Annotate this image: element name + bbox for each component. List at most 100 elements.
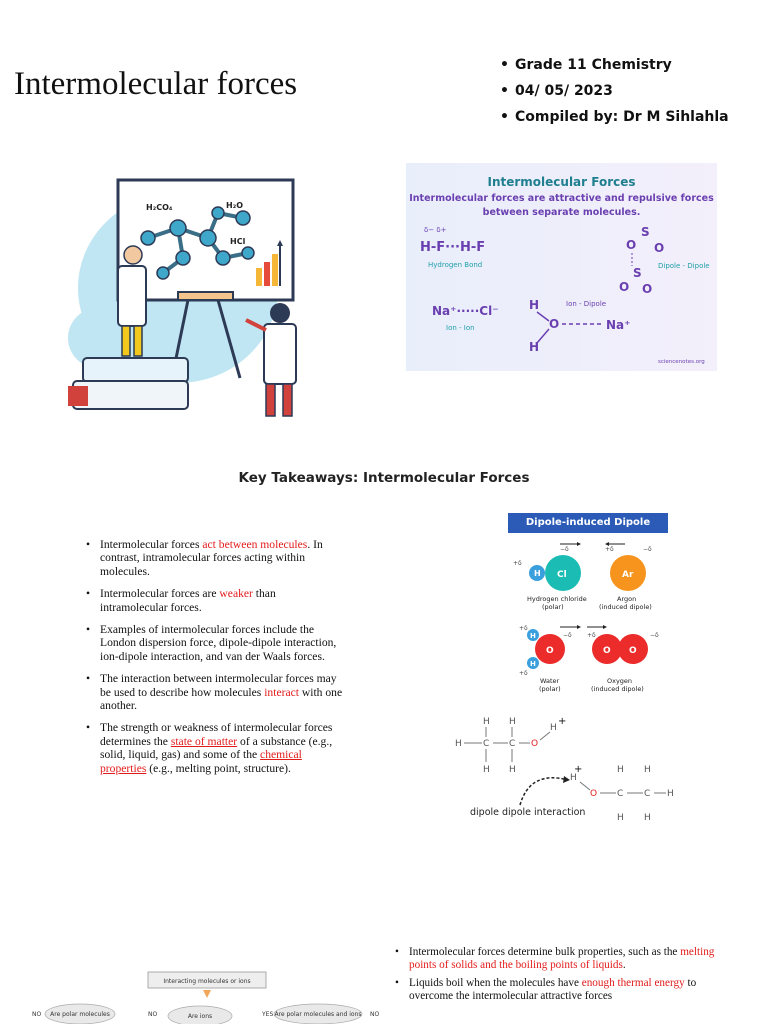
- key-takeaways-list: Intermolecular forces act between molecu…: [86, 538, 346, 784]
- hbond-charges: δ− δ+: [424, 226, 447, 234]
- svg-text:−δ: −δ: [643, 546, 652, 553]
- svg-text:+δ: +δ: [587, 632, 596, 639]
- hbond-formula: H-F···H-F: [420, 240, 485, 255]
- board-label-hcl: HCl: [230, 237, 246, 246]
- svg-text:S: S: [633, 266, 642, 280]
- svg-text:−δ: −δ: [650, 632, 659, 639]
- atom-o-water: O: [546, 646, 554, 656]
- hbond-label: Hydrogen Bond: [428, 261, 482, 269]
- ion-label: Ion - Ion: [446, 324, 475, 332]
- flow-node-ions: Are ions: [188, 1013, 212, 1020]
- svg-text:(polar): (polar): [542, 603, 564, 611]
- svg-text:H: H: [667, 789, 674, 799]
- svg-text:O: O: [629, 646, 637, 656]
- svg-text:O: O: [642, 282, 652, 296]
- svg-text:O: O: [654, 241, 664, 255]
- svg-text:+: +: [558, 716, 566, 727]
- teacher-illustration: H₂CO₄ H₂O HCl: [68, 178, 297, 417]
- dipole-label: Dipole - Dipole: [658, 262, 710, 270]
- svg-text:C: C: [483, 739, 489, 749]
- takeaway-item: The strength or weakness of intermolecul…: [86, 721, 346, 775]
- svg-text:H: H: [530, 632, 536, 640]
- svg-text:+: +: [574, 764, 582, 775]
- svg-text:H: H: [534, 569, 541, 578]
- svg-text:(polar): (polar): [539, 685, 561, 693]
- ion-formula: Na⁺·····Cl⁻: [432, 304, 499, 318]
- chemical-properties-link[interactable]: chemical properties: [100, 748, 302, 775]
- svg-text:H: H: [570, 773, 577, 783]
- takeaway-item: Examples of intermolecular forces includ…: [86, 623, 346, 663]
- takeaway-item: Intermolecular forces are weaker than in…: [86, 587, 346, 614]
- svg-text:−δ: −δ: [563, 632, 572, 639]
- svg-text:O: O: [549, 317, 559, 331]
- svg-text:(induced dipole): (induced dipole): [599, 603, 652, 611]
- svg-text:O: O: [590, 789, 597, 799]
- svg-text:Argon: Argon: [617, 595, 636, 603]
- iondipole-label: Ion - Dipole: [566, 300, 606, 308]
- takeaway-item: The interaction between intermolecular f…: [86, 672, 346, 712]
- atom-cl: Cl: [557, 570, 567, 580]
- svg-text:+δ: +δ: [513, 560, 522, 567]
- meta-author: Compiled by: Dr M Sihlahla: [500, 104, 729, 130]
- svg-text:(induced dipole): (induced dipole): [591, 685, 644, 693]
- board-label-h2o: H₂O: [226, 201, 243, 210]
- slide-title: Intermolecular forces: [14, 66, 298, 102]
- svg-text:YES: YES: [261, 1011, 273, 1018]
- svg-text:H: H: [644, 765, 651, 775]
- svg-text:NO: NO: [32, 1011, 41, 1018]
- svg-text:H: H: [617, 765, 624, 775]
- svg-text:O: O: [531, 739, 538, 749]
- svg-text:H: H: [509, 765, 516, 775]
- key-takeaways-title: Key Takeaways: Intermolecular Forces: [238, 470, 530, 486]
- board-label-h2co4: H₂CO₄: [146, 203, 173, 212]
- svg-text:Oxygen: Oxygen: [607, 677, 632, 685]
- svg-text:H: H: [529, 340, 539, 354]
- bulk-item: Liquids boil when the molecules have eno…: [395, 977, 715, 1002]
- dipole-induced-diagram: +δ H Cl −δ Ar +δ −δ Hydrogen chloride (p…: [513, 542, 659, 693]
- svg-text:+δ: +δ: [605, 546, 614, 553]
- takeaway-item: Intermolecular forces act between molecu…: [86, 538, 346, 578]
- svg-text:NO: NO: [148, 1011, 157, 1018]
- svg-text:H: H: [550, 723, 557, 733]
- svg-text:C: C: [644, 789, 650, 799]
- svg-text:H: H: [455, 739, 462, 749]
- svg-text:O: O: [626, 238, 636, 252]
- dipole-panel-title: Dipole-induced Dipole Forces: [508, 513, 668, 548]
- dipole-dipole-label: dipole dipole interaction: [470, 807, 585, 818]
- meta-grade: Grade 11 Chemistry: [500, 52, 729, 78]
- state-of-matter-link[interactable]: state of matter: [170, 734, 238, 748]
- svg-text:NO: NO: [370, 1011, 379, 1018]
- svg-text:Hydrogen chloride: Hydrogen chloride: [527, 595, 587, 603]
- meta-date: 04/ 05/ 2023: [500, 78, 729, 104]
- card-title: Intermolecular Forces: [487, 175, 636, 189]
- svg-text:+δ: +δ: [519, 670, 528, 677]
- flow-node-polar-ions: Are polar molecules and ions: [274, 1011, 361, 1018]
- bulk-properties-list: Intermolecular forces determine bulk pro…: [395, 946, 715, 1008]
- svg-text:H: H: [483, 717, 490, 727]
- svg-text:S: S: [641, 225, 650, 239]
- card-source: sciencenotes.org: [658, 359, 705, 365]
- svg-text:H: H: [483, 765, 490, 775]
- slide-meta-list: Grade 11 Chemistry 04/ 05/ 2023 Compiled…: [500, 52, 729, 130]
- flow-node-polar: Are polar molecules: [50, 1011, 110, 1018]
- svg-text:H: H: [617, 813, 624, 823]
- svg-text:C: C: [509, 739, 515, 749]
- svg-text:H: H: [530, 660, 536, 668]
- svg-text:Water: Water: [540, 677, 560, 685]
- svg-text:−δ: −δ: [560, 546, 569, 553]
- atom-ar: Ar: [622, 570, 634, 580]
- bulk-item: Intermolecular forces determine bulk pro…: [395, 946, 715, 971]
- svg-text:+δ: +δ: [519, 625, 528, 632]
- svg-text:H: H: [529, 298, 539, 312]
- card-subtitle-line2: between separate molecules.: [482, 207, 641, 218]
- svg-text:O: O: [619, 280, 629, 294]
- svg-text:C: C: [617, 789, 623, 799]
- imf-summary-card: Intermolecular Forces Intermolecular for…: [406, 163, 717, 371]
- flow-top-node: Interacting molecules or ions: [163, 978, 250, 985]
- card-subtitle-line1: Intermolecular forces are attractive and…: [409, 193, 714, 204]
- iondipole-ion: Na⁺: [606, 318, 630, 332]
- svg-text:H: H: [644, 813, 651, 823]
- atom-o-oxygen: O: [603, 646, 611, 656]
